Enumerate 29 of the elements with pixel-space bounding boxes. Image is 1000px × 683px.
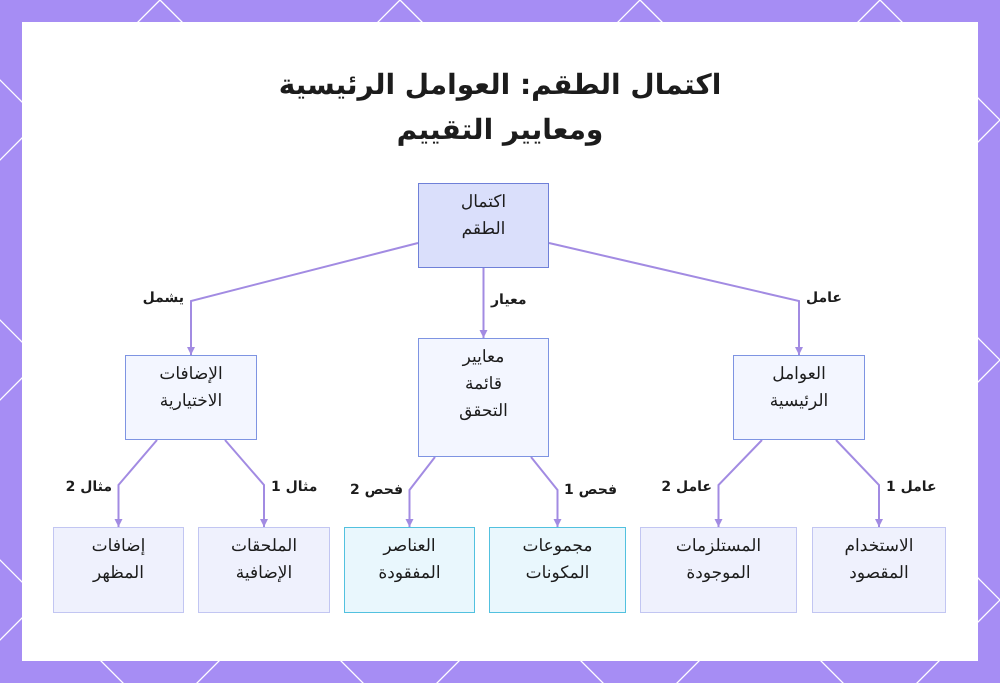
- item-box: الاستخدام المقصود: [812, 527, 946, 613]
- edge-label: يشمل: [142, 289, 184, 307]
- item-box: إضافات المظهر: [53, 527, 184, 613]
- edge-label: مثال 1: [271, 478, 318, 496]
- connector-arrow: [530, 456, 562, 527]
- connector-arrow: [480, 268, 488, 338]
- edge-label: معيار: [491, 291, 527, 309]
- category-box: العوامل الرئيسية: [733, 355, 865, 440]
- connector-arrow: [835, 439, 883, 527]
- connector-arrow: [114, 439, 158, 527]
- item-box: مجموعات المكونات: [489, 527, 626, 613]
- category-box: الإضافات الاختيارية: [125, 355, 257, 440]
- edge-label: مثال 2: [66, 478, 112, 496]
- title: اكتمال الطقم: العوامل الرئيسية ومعايير التقييم: [278, 67, 722, 148]
- item-box: المستلزمات الموجودة: [640, 527, 797, 613]
- connector-arrow: [224, 439, 268, 527]
- edge-label: عامل 2: [661, 478, 712, 496]
- connector-arrow: [187, 242, 418, 355]
- edge-label: فحص 1: [564, 481, 617, 499]
- connector-arrow: [548, 242, 803, 355]
- item-box: الملحقات الإضافية: [198, 527, 330, 613]
- edge-label: فحص 2: [350, 481, 403, 499]
- item-box: العناصر المفقودة: [344, 527, 475, 613]
- concept-box: اكتمال الطقم: [418, 183, 549, 268]
- category-box: معايير قائمة التحقق: [418, 338, 549, 457]
- edge-label: عامل: [806, 289, 842, 307]
- edge-label: عامل 1: [886, 478, 937, 496]
- connector-arrow: [714, 439, 763, 527]
- connector-arrow: [406, 456, 436, 527]
